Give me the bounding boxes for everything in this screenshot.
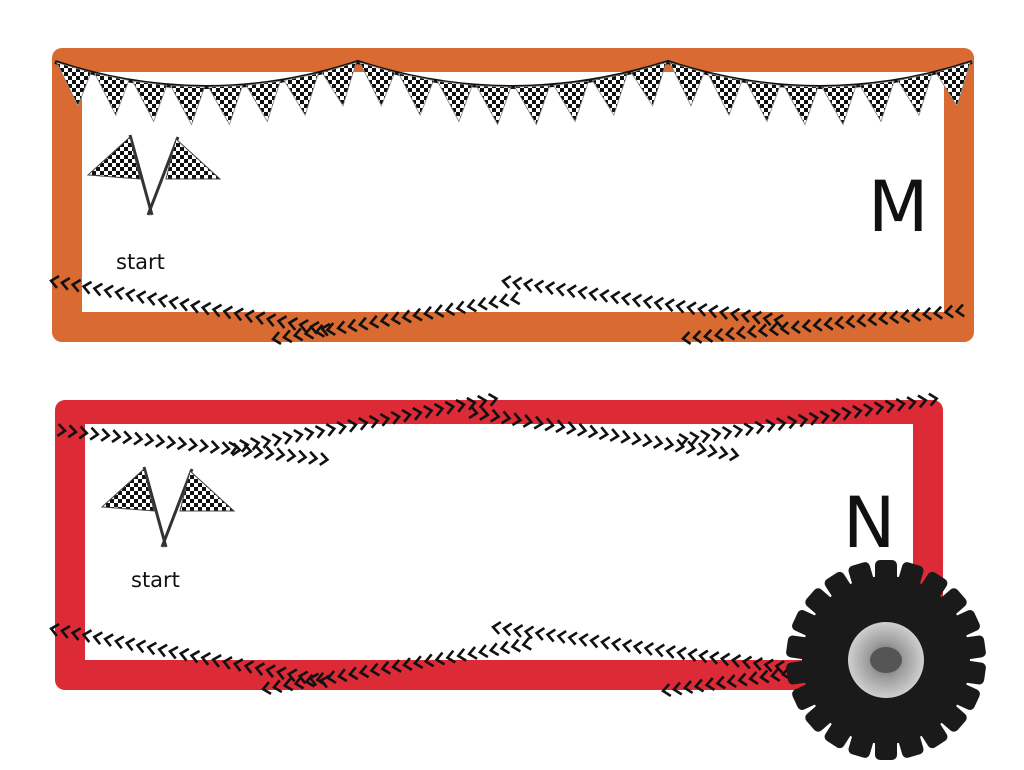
track-chevrons bbox=[49, 274, 331, 337]
track-chevrons bbox=[678, 392, 939, 447]
track-chevrons bbox=[49, 622, 330, 689]
crossed-checkered-flags-icon bbox=[86, 134, 222, 216]
crossed-checkered-flags-icon bbox=[100, 466, 236, 548]
checkered-bunting-icon bbox=[54, 59, 973, 126]
pennant bbox=[436, 80, 473, 123]
track-chevrons bbox=[468, 405, 740, 462]
pennant bbox=[321, 62, 357, 107]
card-letter-n: N bbox=[843, 482, 896, 564]
pennant bbox=[397, 72, 435, 117]
pennant bbox=[245, 80, 281, 123]
pennant bbox=[859, 80, 895, 123]
pennant bbox=[821, 85, 857, 126]
track-chevrons bbox=[661, 666, 792, 698]
track-chevrons bbox=[261, 636, 532, 696]
start-label: start bbox=[116, 250, 165, 274]
pennant bbox=[475, 85, 512, 126]
track-chevrons bbox=[271, 291, 521, 346]
pennant bbox=[283, 72, 319, 117]
pennant bbox=[514, 85, 551, 126]
tire-icon bbox=[786, 560, 986, 760]
track-chevrons bbox=[501, 274, 784, 328]
pennant bbox=[591, 72, 628, 117]
card-m bbox=[52, 48, 974, 342]
pennant bbox=[707, 72, 743, 117]
pennant bbox=[94, 72, 130, 117]
start-label: start bbox=[131, 568, 180, 592]
track-chevrons bbox=[491, 620, 785, 674]
pennant bbox=[669, 61, 705, 107]
pennant bbox=[745, 80, 781, 123]
track-chevrons bbox=[681, 303, 965, 346]
pennant bbox=[630, 62, 667, 107]
pennant bbox=[553, 80, 590, 123]
pennant bbox=[897, 72, 933, 117]
pennant bbox=[169, 85, 206, 126]
track-chevrons bbox=[228, 392, 499, 455]
pennant bbox=[359, 61, 396, 107]
pennant bbox=[56, 61, 92, 107]
pennant bbox=[131, 80, 168, 123]
pennant bbox=[207, 85, 244, 126]
pennant bbox=[783, 85, 819, 126]
card-letter-m: M bbox=[868, 166, 929, 248]
tire-tracks-icon bbox=[49, 274, 965, 698]
pennant bbox=[935, 62, 971, 107]
track-chevrons bbox=[56, 423, 330, 466]
